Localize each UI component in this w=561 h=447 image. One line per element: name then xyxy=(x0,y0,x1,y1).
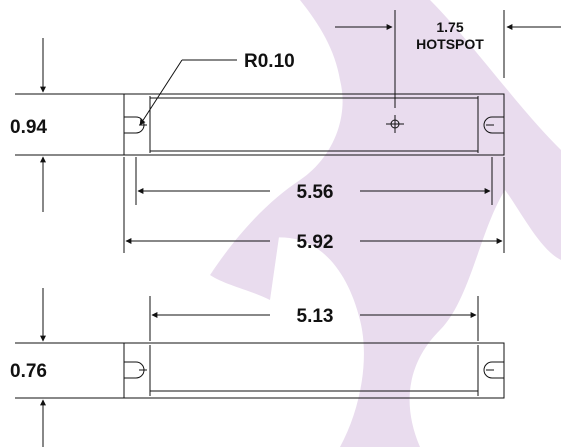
bottom-length-label: 5.13 xyxy=(297,306,334,327)
bottom-height-dimension xyxy=(15,288,140,447)
top-inner-length-label: 5.56 xyxy=(297,182,334,203)
bottom-ballast-outline xyxy=(123,342,505,399)
hotspot-text-label: HOTSPOT xyxy=(416,36,484,52)
hotspot-crosshair xyxy=(386,115,404,133)
top-height-label: 0.94 xyxy=(10,117,47,138)
bottom-length-dimension xyxy=(149,296,479,341)
hotspot-dimension xyxy=(335,10,561,108)
top-overall-length-label: 5.92 xyxy=(297,232,334,253)
top-inner-length-dimension xyxy=(135,157,493,205)
horse-watermark xyxy=(210,0,561,447)
top-overall-length-dimension xyxy=(123,157,505,253)
radius-label: R0.10 xyxy=(244,51,295,72)
bottom-height-label: 0.76 xyxy=(10,361,47,382)
hotspot-value-label: 1.75 xyxy=(436,19,463,35)
radius-leader xyxy=(139,59,237,126)
top-ballast-outline xyxy=(123,93,505,156)
top-height-dimension xyxy=(15,38,140,212)
